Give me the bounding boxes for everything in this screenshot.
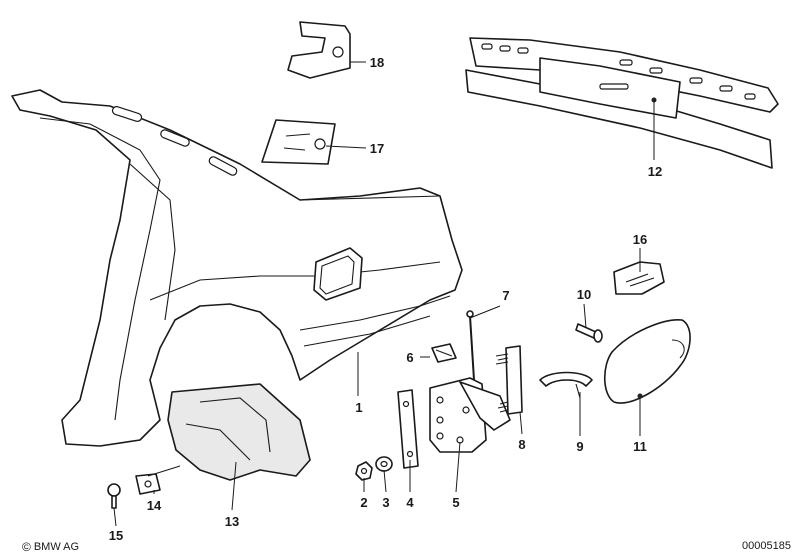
callout-7: 7 [502,288,509,303]
part-17-plate [261,119,336,165]
part-13-wheel-liner [167,383,311,481]
part-10-screw [575,323,603,343]
callout-5: 5 [452,495,459,510]
diagram-code: 00005185 [742,540,791,552]
callout-6: 6 [406,350,413,365]
callout-15: 15 [109,528,123,543]
callout-8: 8 [518,437,525,452]
callout-2: 2 [360,495,367,510]
part-7-rod [466,310,475,381]
part-3-washer [375,456,393,472]
part-12-rear-crossmember [465,37,779,169]
part-9-ring [539,371,593,399]
part-4-plate [397,389,419,469]
callout-17: 17 [370,141,384,156]
part-5-hinge [429,377,511,453]
callout-13: 13 [225,514,239,529]
callout-1: 1 [355,400,362,415]
part-1-side-panel [11,89,463,447]
part-2-nut [355,461,373,481]
part-14-clip [135,473,161,495]
callout-10: 10 [577,287,591,302]
copyright-icon: © [22,540,31,554]
callout-4: 4 [406,495,414,510]
callout-9: 9 [576,439,583,454]
callout-11: 11 [633,439,647,454]
brand-footer: © BMW AG [22,540,79,554]
callout-3: 3 [382,495,389,510]
part-18-bracket [287,21,351,79]
callout-12: 12 [648,164,662,179]
part-15-screw [107,483,121,509]
brand-name: BMW AG [33,541,80,553]
part-16-clip [613,261,665,295]
callout-labels: 18 17 12 1 13 14 15 2 3 4 5 6 7 8 9 10 1… [109,55,662,543]
part-8-spring [495,345,523,415]
callout-18: 18 [370,55,384,70]
callout-16: 16 [633,232,647,247]
part-6-clip [431,343,457,363]
part-11-filler-flap [603,319,691,404]
callout-14: 14 [147,498,162,513]
leader-lines [113,61,655,527]
